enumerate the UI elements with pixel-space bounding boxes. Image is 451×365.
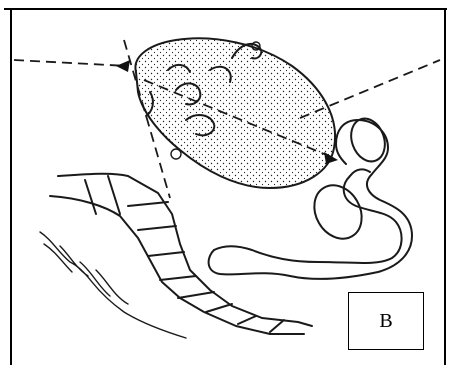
panel-label-box: B — [348, 292, 424, 350]
arrowhead-left — [116, 60, 130, 72]
fetal-head — [135, 38, 335, 188]
panel-label: B — [379, 310, 392, 333]
